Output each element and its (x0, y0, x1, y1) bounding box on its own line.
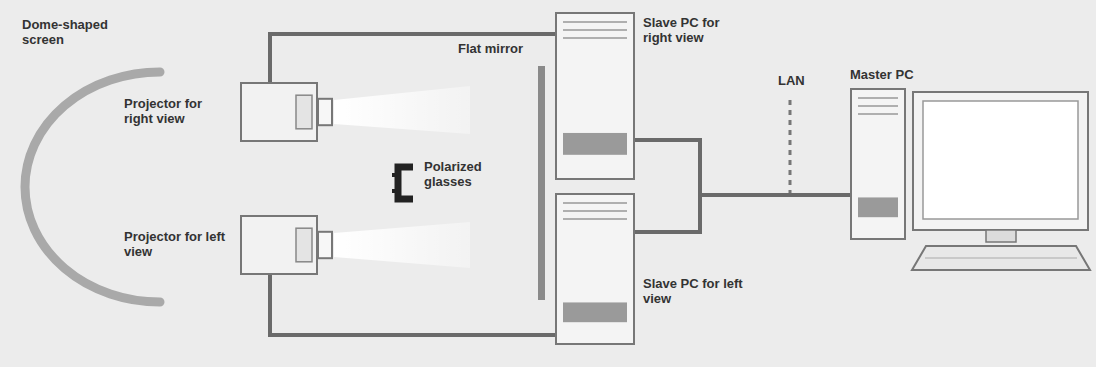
monitor-stand (986, 230, 1016, 242)
node-label: Projector for left view (124, 230, 232, 260)
tower-icon (850, 88, 906, 240)
projector-panel (296, 95, 312, 129)
cable (270, 275, 555, 335)
monitor-screen (923, 101, 1078, 219)
slave-pc: Slave PC for right view (555, 12, 635, 180)
flat-mirror (538, 66, 545, 300)
cable (635, 195, 850, 232)
light-beam (334, 86, 470, 134)
projector-body (241, 216, 317, 274)
drive-slot (858, 105, 898, 107)
drive-slot (563, 218, 627, 220)
polarized-glasses (398, 167, 413, 199)
tower-case (851, 89, 905, 239)
lan-dashed-line (789, 95, 792, 195)
drive-slot (858, 113, 898, 115)
projector: Projector for right view (240, 82, 318, 142)
drive-slot (563, 37, 627, 39)
drive-slot (563, 29, 627, 31)
keyboard-key-row (925, 258, 1077, 259)
projector-lens (318, 99, 332, 125)
node-label: Slave PC for right view (643, 16, 743, 46)
cable (635, 140, 850, 195)
node-label: Master PC (850, 68, 914, 83)
part-label: Polarized glasses (424, 160, 494, 190)
tower-panel (858, 197, 898, 217)
drive-slot (563, 21, 627, 23)
monitor (913, 92, 1088, 230)
projector-panel (296, 228, 312, 262)
projector-lens (318, 232, 332, 258)
cable (270, 34, 555, 82)
tower-case (556, 13, 634, 179)
drive-slot (858, 97, 898, 99)
node-label: Projector for right view (124, 97, 232, 127)
projector-icon (240, 82, 318, 142)
slave-pc: Slave PC for left view (555, 193, 635, 345)
drive-slot (563, 210, 627, 212)
node-label: Slave PC for left view (643, 277, 743, 307)
tower-icon (555, 193, 635, 345)
part-label: LAN (778, 74, 828, 89)
part-label: Dome-shaped screen (22, 18, 122, 48)
tower-panel (563, 302, 627, 322)
tower-case (556, 194, 634, 344)
projector: Projector for left view (240, 215, 318, 275)
projector-body (241, 83, 317, 141)
keyboard (912, 246, 1090, 270)
drive-slot (563, 202, 627, 204)
part-label: Flat mirror (458, 42, 538, 57)
master-pc: Master PC (850, 88, 906, 240)
tower-icon (555, 12, 635, 180)
light-beam (334, 222, 470, 268)
polarized-glasses (392, 175, 398, 191)
tower-panel (563, 133, 627, 155)
projector-icon (240, 215, 318, 275)
